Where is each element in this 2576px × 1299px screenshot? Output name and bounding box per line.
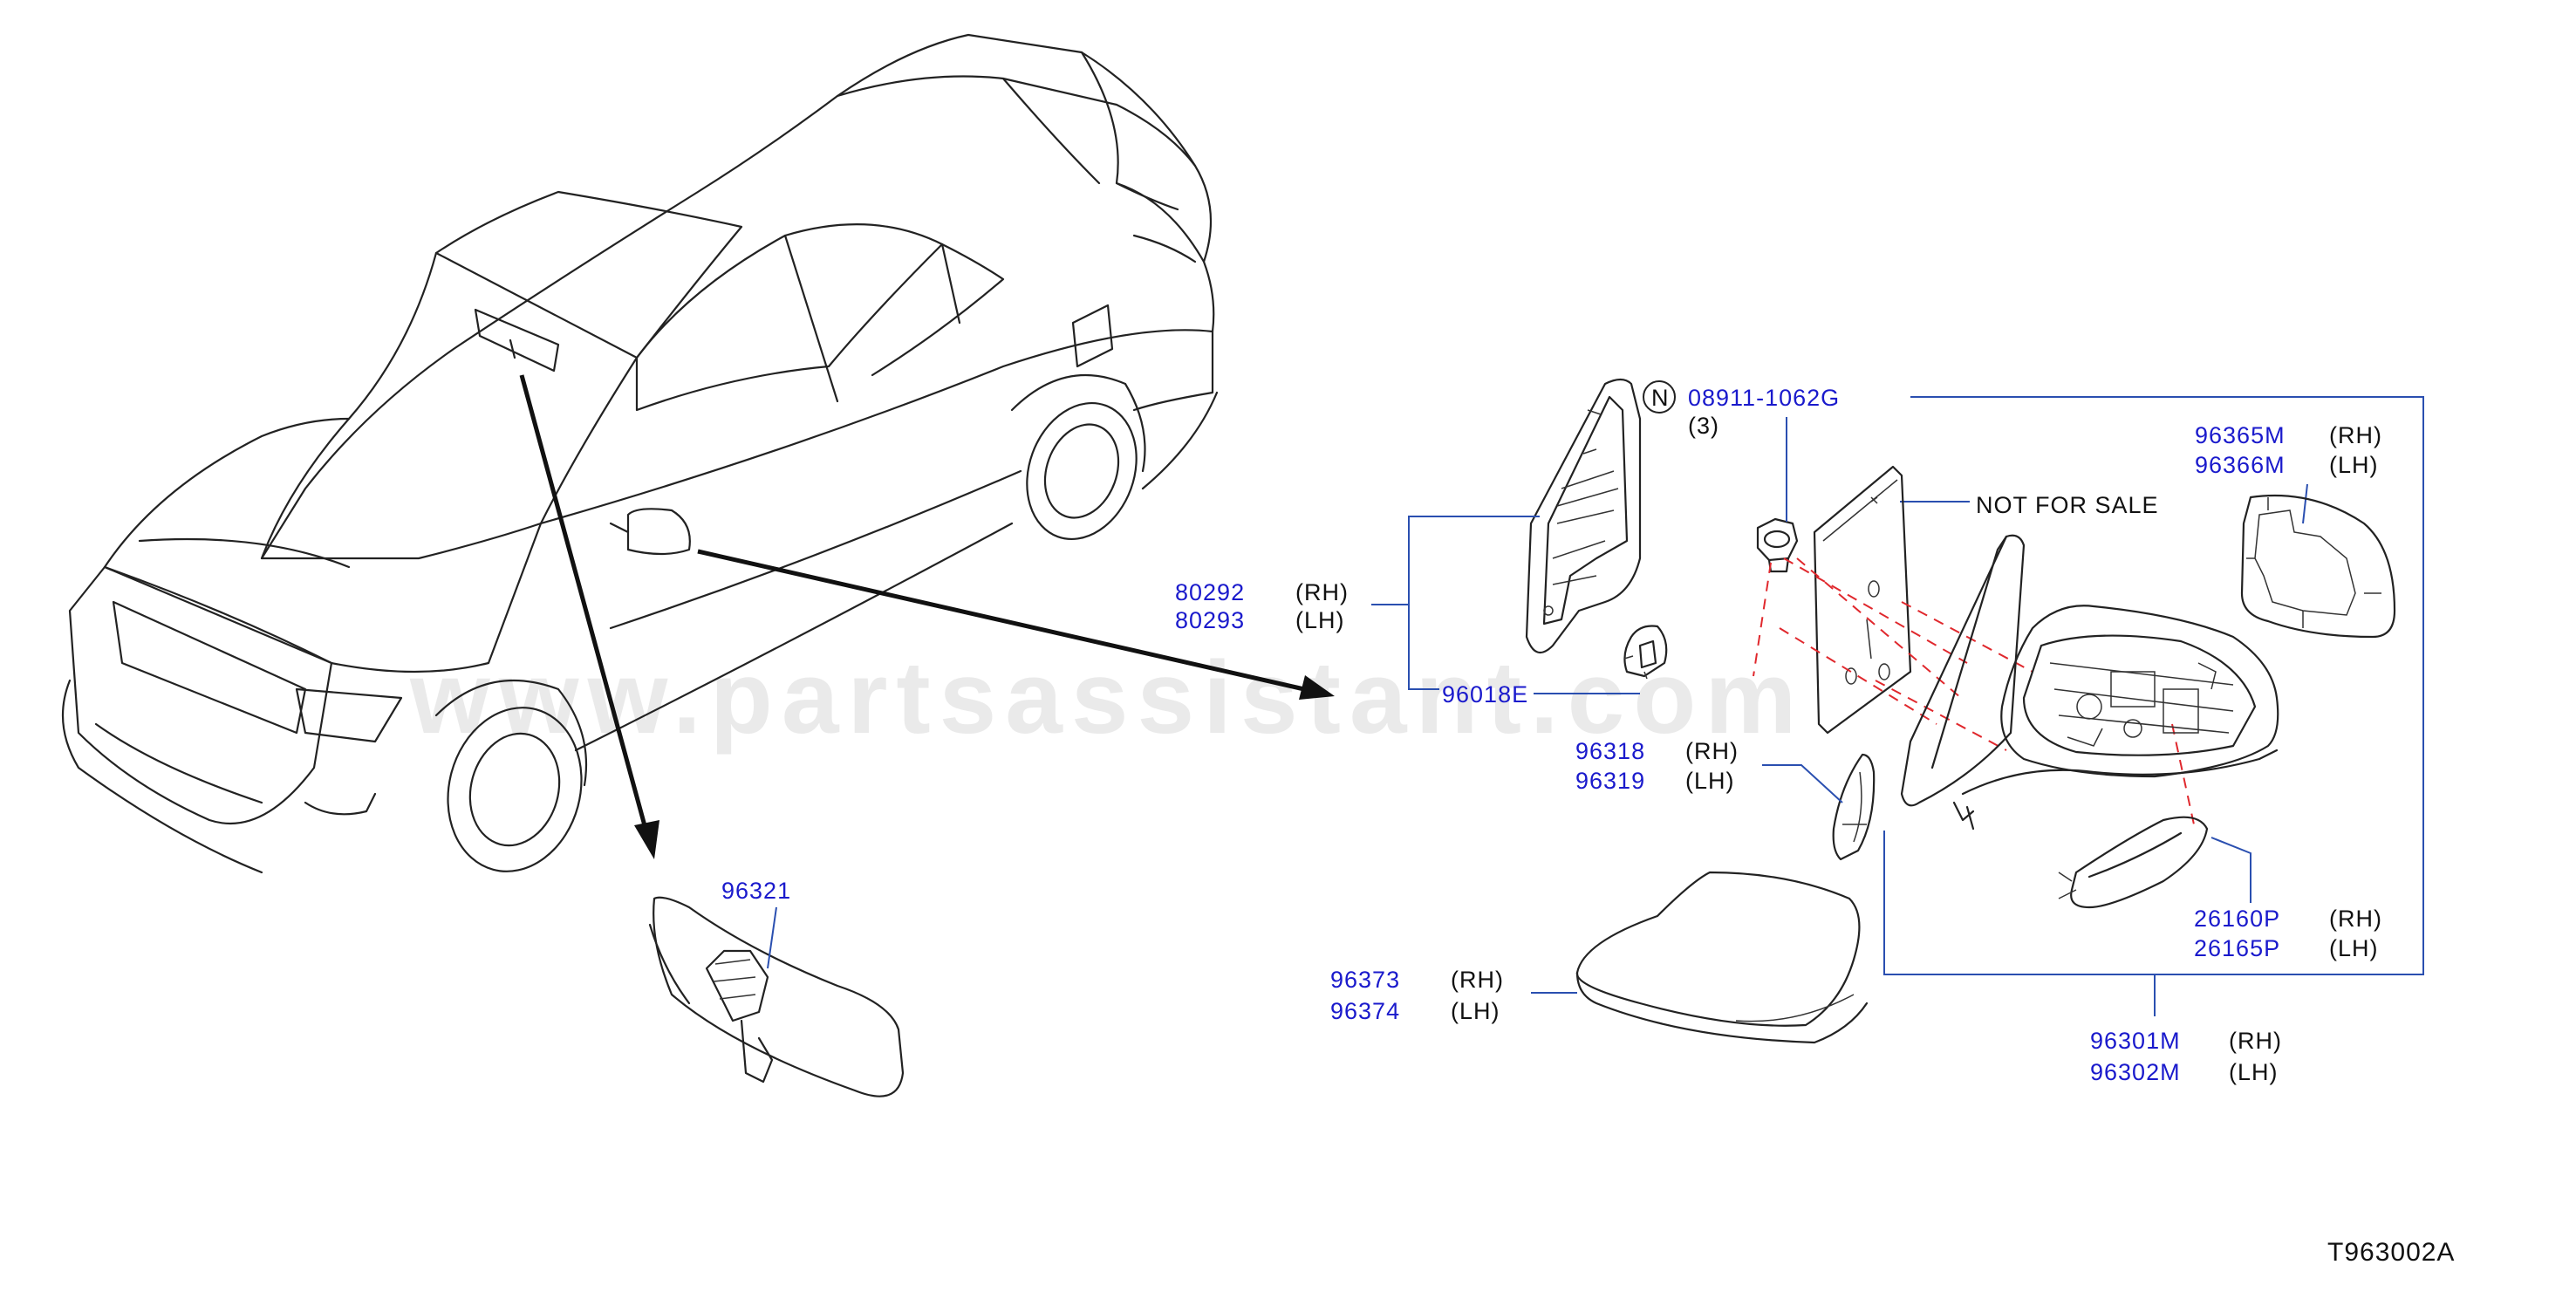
not-for-sale-note: NOT FOR SALE: [1976, 492, 2159, 518]
side-label-cap-rh: (RH): [1451, 967, 1504, 993]
mirror-assembly-drawing: [1900, 534, 2279, 831]
side-label-glass-lh: (LH): [2329, 452, 2379, 478]
assembly-lines: [1753, 557, 2195, 825]
side-label-assy-lh: (LH): [2229, 1059, 2279, 1085]
watermark: www.partsassistant.com: [409, 640, 1805, 755]
part-label-rearview-mirror: 96321: [721, 878, 791, 904]
side-label-cap-lh: (LH): [1451, 998, 1500, 1024]
side-label-cover-rh: (RH): [1685, 738, 1739, 764]
rearview-mirror-drawing: [648, 896, 905, 1097]
nut-symbol: N: [1651, 385, 1670, 411]
actuator-plate-drawing: [1813, 465, 1912, 735]
part-label-cap-rh: 96373: [1330, 967, 1400, 993]
part-label-assy-lh: 96302M: [2090, 1059, 2181, 1085]
mirror-glass-drawing: [2240, 494, 2396, 639]
nut-symbol-circle: [1643, 380, 1676, 414]
side-label-lamp-rh: (RH): [2329, 906, 2382, 932]
part-label-cover-lh: 96319: [1575, 768, 1645, 794]
nut-drawing: [1756, 517, 1799, 573]
clip-drawing: [1623, 625, 1668, 680]
side-label-glass-rh: (RH): [2329, 422, 2382, 448]
part-label-cap-lh: 96374: [1330, 998, 1400, 1024]
mirror-cap-drawing: [1575, 871, 1869, 1044]
pointer-arrows: [519, 374, 1335, 859]
inner-cover-drawing: [1832, 753, 1876, 861]
side-label-cover-lh: (LH): [1685, 768, 1735, 794]
part-label-cover-rh: 96318: [1575, 738, 1645, 764]
ornament-drawing: [1525, 378, 1642, 654]
part-label-ornament-rh: 80292: [1175, 579, 1245, 605]
car-illustration: [61, 33, 1219, 874]
part-label-lamp-lh: 26165P: [2194, 935, 2280, 961]
turn-lamp-drawing: [2058, 816, 2209, 909]
part-label-lamp-rh: 26160P: [2194, 906, 2280, 932]
assembly-bracket-frame: [1883, 396, 2424, 975]
part-label-glass-lh: 96366M: [2195, 452, 2286, 478]
drawing-id: T963002A: [2327, 1238, 2455, 1267]
side-label-assy-rh: (RH): [2229, 1028, 2282, 1054]
part-label-glass-rh: 96365M: [2195, 422, 2286, 448]
part-label-nut: 08911-1062G: [1688, 385, 1840, 411]
side-label-ornament-lh: (LH): [1295, 607, 1345, 633]
part-label-clip: 96018E: [1442, 681, 1528, 708]
side-label-lamp-lh: (LH): [2329, 935, 2379, 961]
nut-quantity: (3): [1688, 413, 1719, 439]
part-label-ornament-lh: 80293: [1175, 607, 1245, 633]
part-label-assy-rh: 96301M: [2090, 1028, 2181, 1054]
side-label-ornament-rh: (RH): [1295, 579, 1349, 605]
